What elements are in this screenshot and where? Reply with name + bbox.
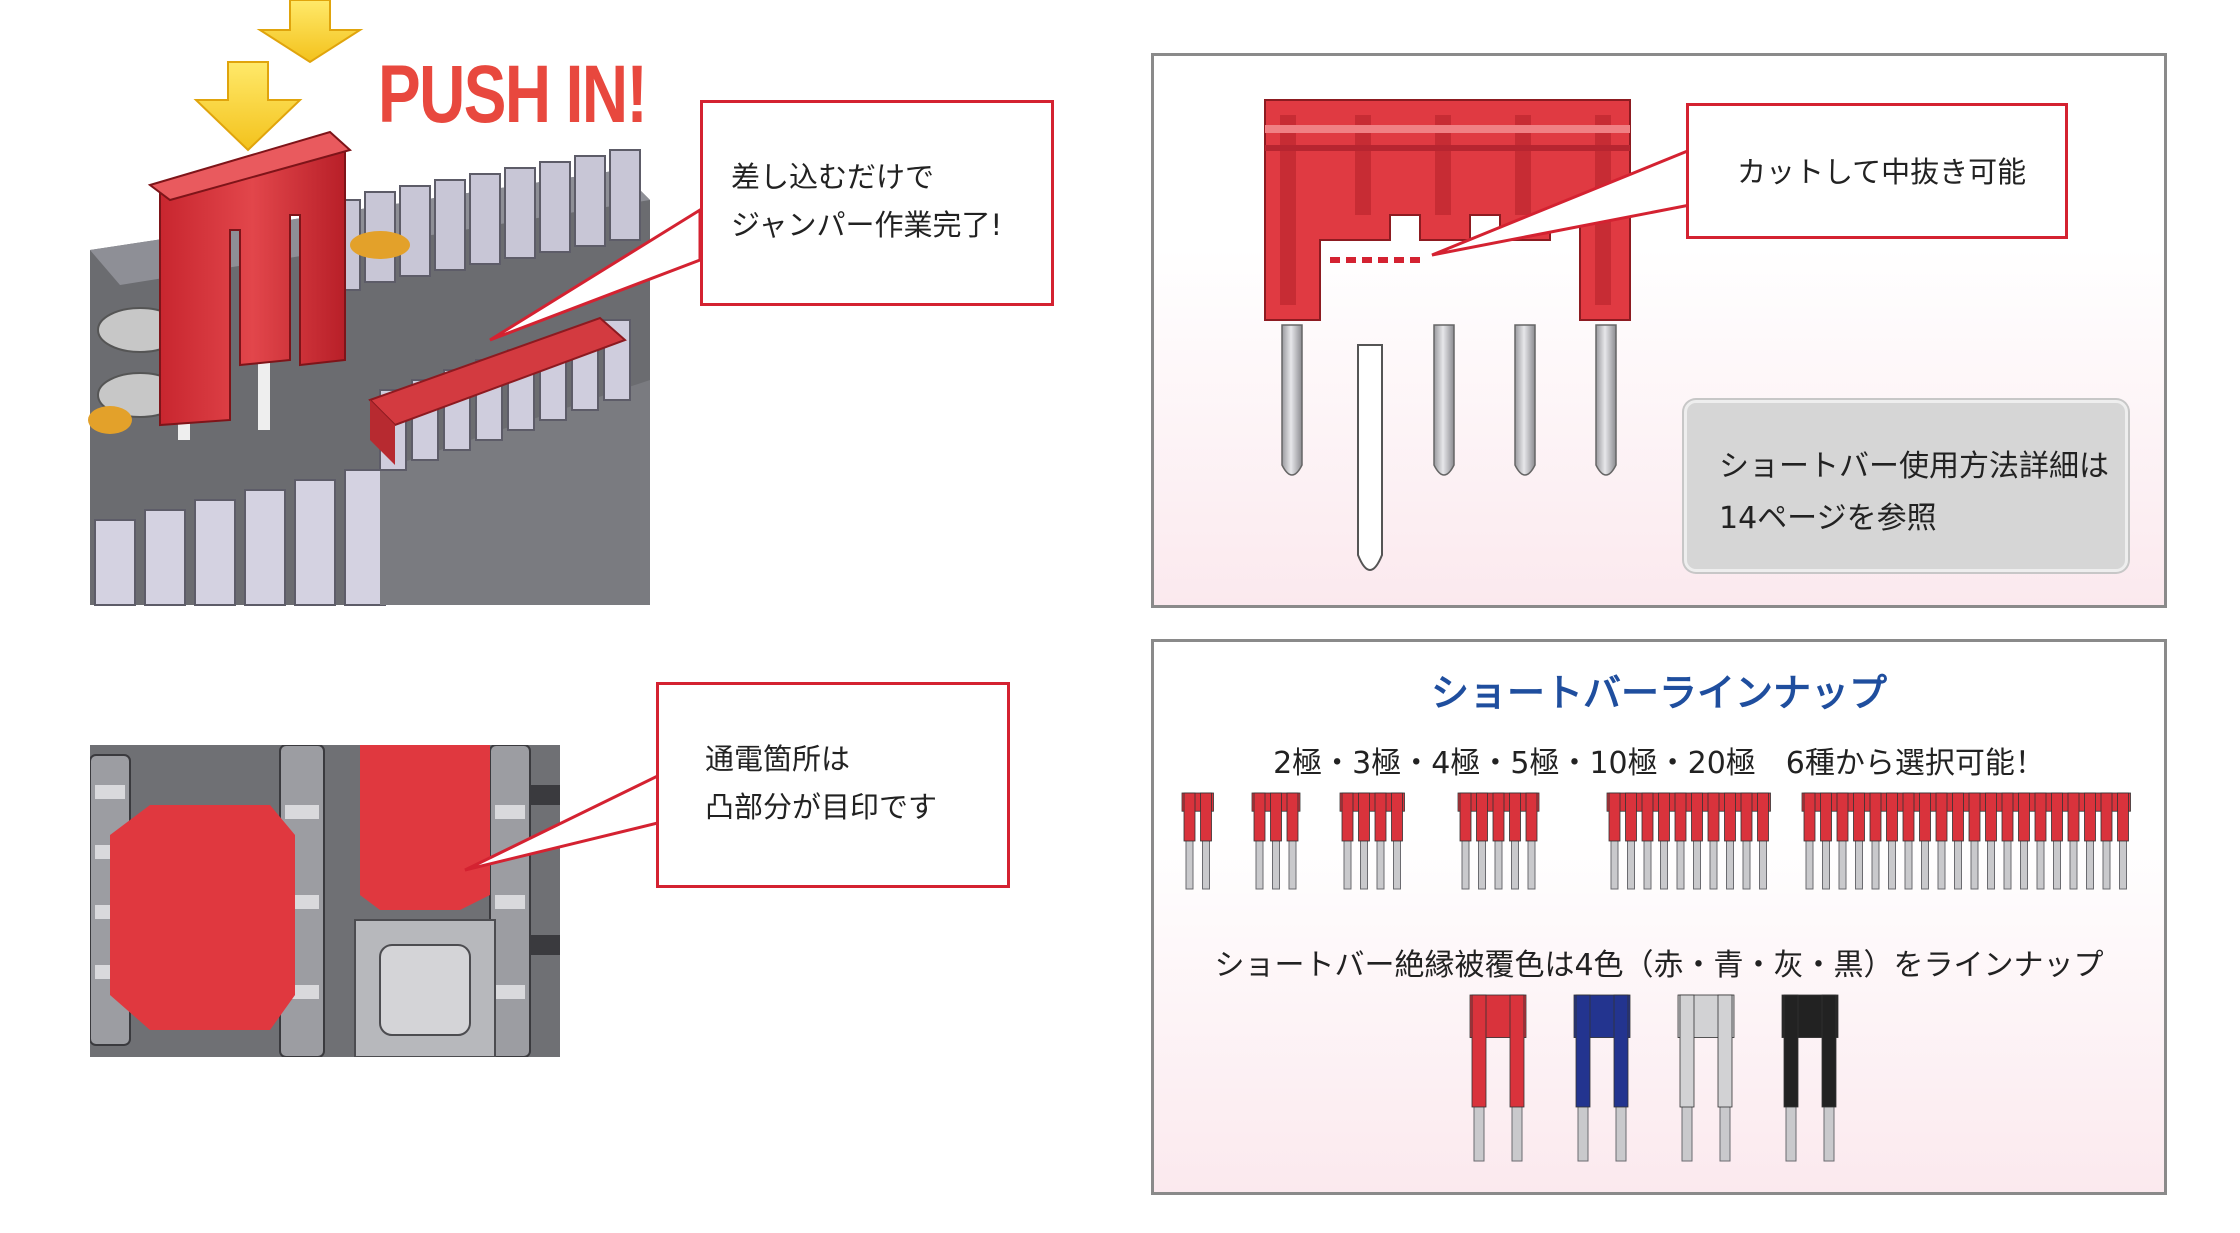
usage-note-line-1: ショートバー使用方法詳細は — [1719, 449, 2109, 484]
short-bar-20-pole — [1801, 792, 2131, 890]
color-variants — [1469, 994, 1839, 1162]
usage-note-line-2: 14ページを参照 — [1719, 501, 1937, 536]
insert-callout-line-1: 差し込むだけで — [731, 160, 935, 194]
lineup-title: ショートバーラインナップ — [1430, 671, 1887, 715]
short-bar-blue — [1573, 994, 1631, 1162]
push-in-illustration — [88, 0, 700, 606]
insert-callout: 差し込むだけで ジャンパー作業完了! — [700, 100, 1054, 306]
short-bar-gray — [1677, 994, 1735, 1162]
cut-short-bar-illustration — [1264, 99, 1631, 571]
lineup-colors-text: ショートバー絶縁被覆色は4色（赤・青・灰・黒）をラインナップ — [1214, 948, 2104, 983]
conduct-callout: 通電箇所は 凸部分が目印です — [656, 682, 1010, 888]
short-bar-red — [1469, 994, 1527, 1162]
conduct-callout-line-1: 通電箇所は — [705, 742, 851, 776]
pole-variants — [1181, 792, 2131, 890]
conduct-illustration — [90, 745, 560, 1057]
short-bar-5-pole — [1457, 792, 1540, 890]
short-bar-black — [1781, 994, 1839, 1162]
short-bar-4-pole — [1339, 792, 1405, 890]
short-bar-2-pole — [1181, 792, 1214, 890]
cut-callout-pointer — [1431, 148, 1690, 257]
short-bar-10-pole — [1606, 792, 1771, 890]
lineup-poles-text: 2極・3極・4極・5極・10極・20極 6種から選択可能！ — [1273, 746, 2045, 781]
lineup-panel: ショートバーラインナップ 2極・3極・4極・5極・10極・20極 6種から選択可… — [1151, 639, 2167, 1195]
usage-note: ショートバー使用方法詳細は 14ページを参照 — [1684, 400, 2128, 572]
cut-callout-text: カットして中抜き可能 — [1737, 155, 2027, 189]
short-bar-3-pole — [1251, 792, 1301, 890]
push-in-heading: PUSH IN! — [378, 49, 648, 140]
cut-callout: カットして中抜き可能 — [1686, 103, 2068, 239]
conduct-callout-line-2: 凸部分が目印です — [705, 790, 938, 824]
conduct-callout-pointer — [464, 768, 670, 872]
insert-callout-line-2: ジャンパー作業完了! — [731, 208, 1003, 242]
